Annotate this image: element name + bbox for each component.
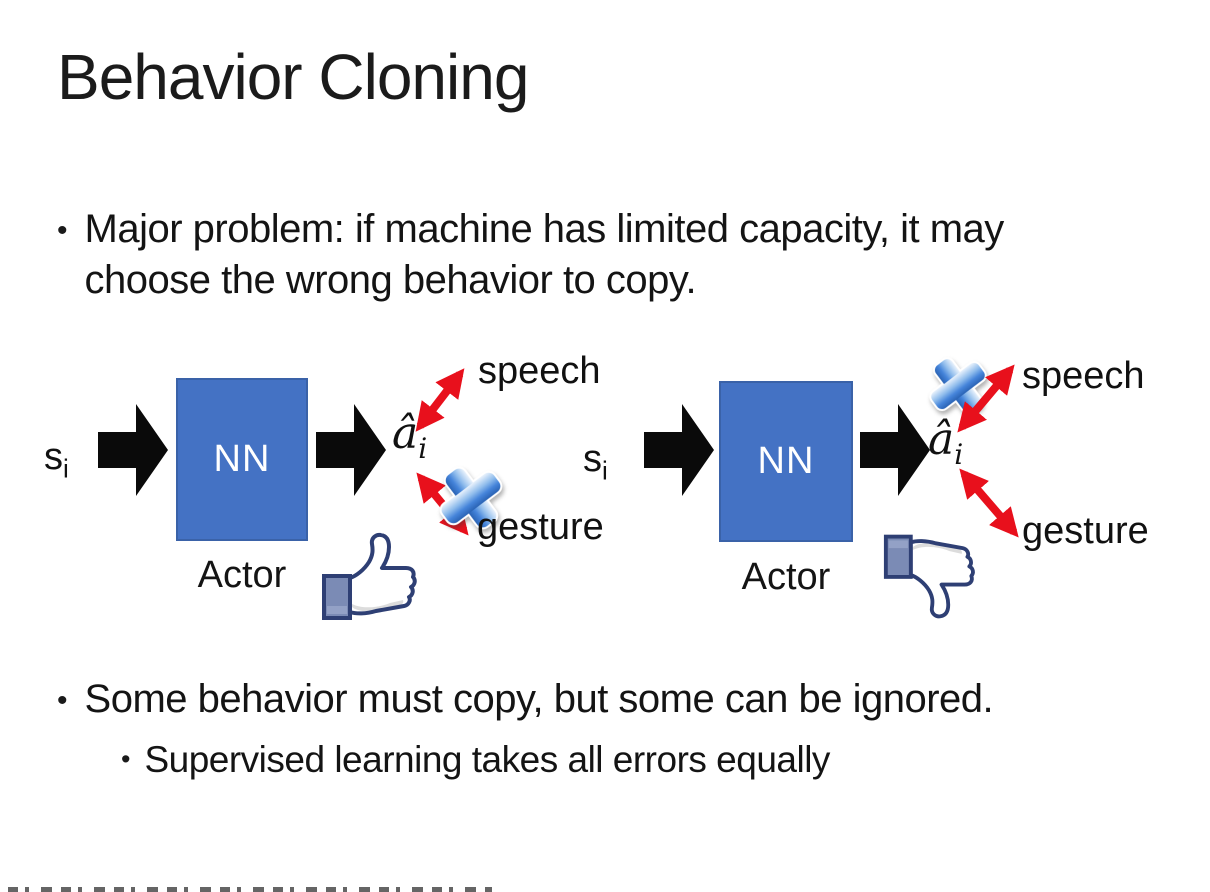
input-state-label: si xyxy=(44,436,69,484)
arrow-right-icon xyxy=(316,404,386,496)
branch-label-gesture: gesture xyxy=(1022,510,1149,552)
bullet-supervised: • Supervised learning takes all errors e… xyxy=(121,736,1121,783)
double-arrow-speech-icon xyxy=(957,364,1015,433)
output-action-label: âi xyxy=(928,414,964,471)
bullet-major-problem: • Major problem: if machine has limited … xyxy=(57,204,1067,306)
thumbs-up-icon xyxy=(322,532,417,620)
diagram-right: si NN Actor âi xyxy=(580,350,1210,635)
arrow-right-icon xyxy=(860,404,930,496)
nn-box: NN xyxy=(719,381,853,542)
arrow-right-icon xyxy=(644,404,714,496)
arrow-right-icon xyxy=(98,404,168,496)
output-action-label: âi xyxy=(392,408,428,465)
branch-label-speech: speech xyxy=(478,350,601,392)
nn-box: NN xyxy=(176,378,308,541)
bullet-some-behavior-text: Some behavior must copy, but some can be… xyxy=(84,677,994,721)
bullet-dot: • xyxy=(121,744,131,774)
actor-label: Actor xyxy=(197,554,287,596)
clipped-text-remnant xyxy=(8,887,492,892)
input-state-label: si xyxy=(583,438,608,486)
bullet-some-behavior: • Some behavior must copy, but some can … xyxy=(57,674,1187,725)
diagram-left: si NN Actor âi xyxy=(40,350,620,635)
cross-icon xyxy=(929,357,987,415)
thumbs-down-icon xyxy=(883,534,975,619)
bullet-dot: • xyxy=(57,684,68,717)
branch-label-gesture: gesture xyxy=(477,506,604,548)
page-title: Behavior Cloning xyxy=(57,41,529,113)
bullet-major-problem-text: Major problem: if machine has limited ca… xyxy=(84,207,1005,303)
branch-label-speech: speech xyxy=(1022,355,1145,397)
nn-box-label: NN xyxy=(213,438,271,480)
double-arrow-gesture-icon xyxy=(959,468,1019,538)
nn-box-label: NN xyxy=(757,440,815,482)
actor-label: Actor xyxy=(741,556,831,598)
bullet-supervised-text: Supervised learning takes all errors equ… xyxy=(144,739,830,780)
bullet-dot: • xyxy=(57,214,68,247)
double-arrow-gesture-icon xyxy=(416,472,469,536)
